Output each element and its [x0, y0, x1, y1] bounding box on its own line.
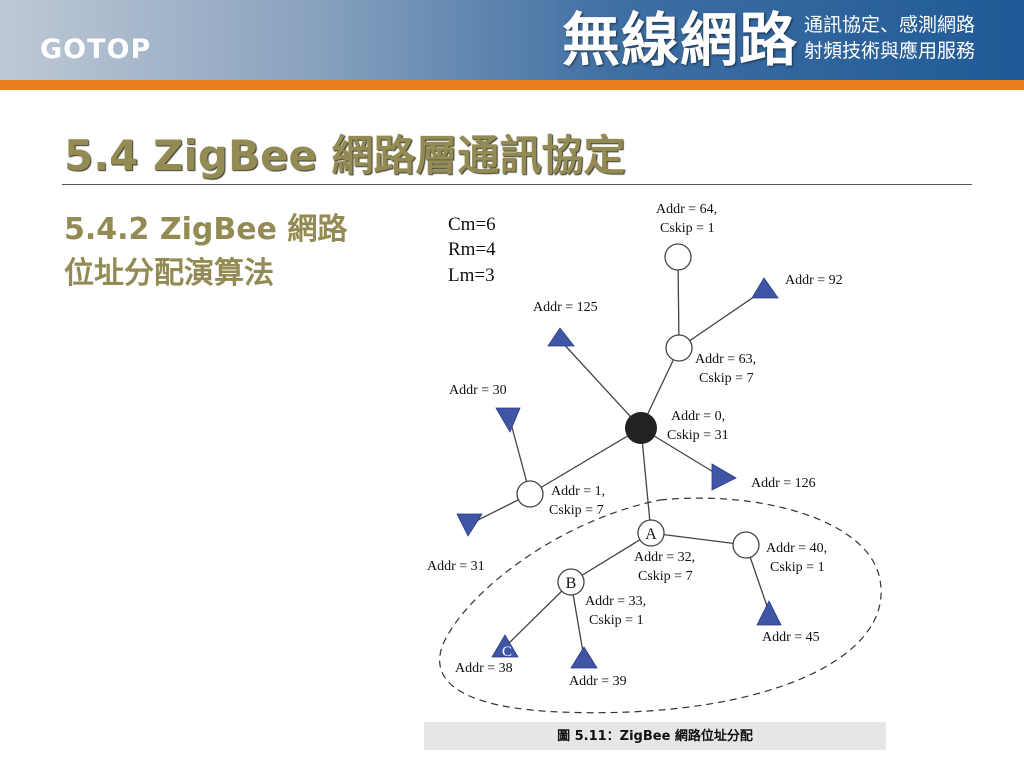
end-devices: [456, 277, 782, 669]
slide-title: 5.4 ZigBee 網路層通訊協定: [64, 131, 626, 180]
label-node0-line2: Cskip = 31: [667, 428, 729, 443]
label-node40-line1: Addr = 40,: [766, 541, 827, 556]
link-32-40: [650, 532, 747, 546]
label-node1-line1: Addr = 1,: [551, 484, 605, 499]
label-node0-line1: Addr = 0,: [671, 409, 725, 424]
label-ed39: Addr = 39: [569, 674, 627, 689]
book-subtitle: 通訊協定、感測網路 射頻技術與應用服務: [804, 12, 975, 64]
label-node32-line1: Addr = 32,: [634, 550, 695, 565]
end-device-38: [491, 634, 519, 658]
coordinator-node: [625, 412, 657, 444]
end-device-30: [495, 407, 521, 433]
label-node32-line2: Cskip = 7: [638, 569, 693, 584]
label-ed125: Addr = 125: [533, 300, 598, 315]
label-node33-line1: Addr = 33,: [585, 594, 646, 609]
param-lm: Lm=3: [448, 265, 495, 286]
end-device-45: [756, 600, 782, 626]
node-marker-b: B: [566, 575, 577, 592]
end-device-92: [751, 277, 779, 299]
title-divider: [62, 184, 972, 185]
label-ed30: Addr = 30: [449, 383, 507, 398]
label-node64-line1: Addr = 64,: [656, 202, 717, 217]
param-cm: Cm=6: [448, 214, 496, 235]
link-63-64: [677, 256, 680, 349]
section-subtitle-line2: 位址分配演算法: [64, 256, 274, 291]
label-ed38: Addr = 38: [455, 661, 513, 676]
router-node-1: [516, 480, 544, 508]
header-banner: [0, 0, 1024, 80]
section-subtitle: 5.4.2 ZigBee 網路 位址分配演算法: [64, 208, 404, 296]
header-accent-stripe: [0, 80, 1024, 90]
node-marker-a: A: [645, 526, 657, 543]
label-ed31: Addr = 31: [427, 559, 485, 574]
label-node1-line2: Cskip = 7: [549, 503, 604, 518]
label-node63-line2: Cskip = 7: [699, 371, 754, 386]
label-node33-line2: Cskip = 1: [589, 613, 644, 628]
subtree-boundary: [439, 497, 882, 714]
end-device-31: [456, 513, 483, 537]
link-0-125: [559, 339, 642, 429]
end-device-125: [547, 327, 575, 347]
book-subtitle-line2: 射頻技術與應用服務: [804, 40, 976, 62]
figure-caption-bar: 圖 5.11：ZigBee 網路位址分配: [424, 722, 886, 750]
label-ed126: Addr = 126: [751, 476, 816, 491]
section-subtitle-line1: 5.4.2 ZigBee 網路: [64, 212, 348, 247]
router-node-40: [732, 531, 760, 559]
end-device-39: [570, 646, 598, 669]
end-device-marker-c: C: [502, 644, 512, 660]
router-node-64: [664, 243, 692, 271]
book-title: 無線網路: [562, 6, 799, 74]
link-0-1: [529, 427, 642, 495]
book-subtitle-line1: 通訊協定、感測網路: [804, 14, 976, 36]
end-device-126: [711, 463, 737, 491]
router-node-33: [557, 568, 585, 596]
label-node64-line2: Cskip = 1: [660, 221, 715, 236]
label-ed45: Addr = 45: [762, 630, 820, 645]
figure-caption: 圖 5.11：ZigBee 網路位址分配: [557, 729, 753, 744]
link-0-32: [640, 427, 652, 534]
label-ed92: Addr = 92: [785, 273, 843, 288]
router-node-63: [665, 334, 693, 362]
link-32-33: [570, 532, 652, 583]
link-33-38: [504, 581, 572, 648]
param-rm: Rm=4: [448, 239, 496, 260]
router-node-32: [637, 519, 665, 547]
link-63-92: [678, 289, 765, 349]
label-node63-line1: Addr = 63,: [695, 352, 756, 367]
label-node40-line2: Cskip = 1: [770, 560, 825, 575]
publisher-logo: GOTOP: [40, 34, 152, 65]
